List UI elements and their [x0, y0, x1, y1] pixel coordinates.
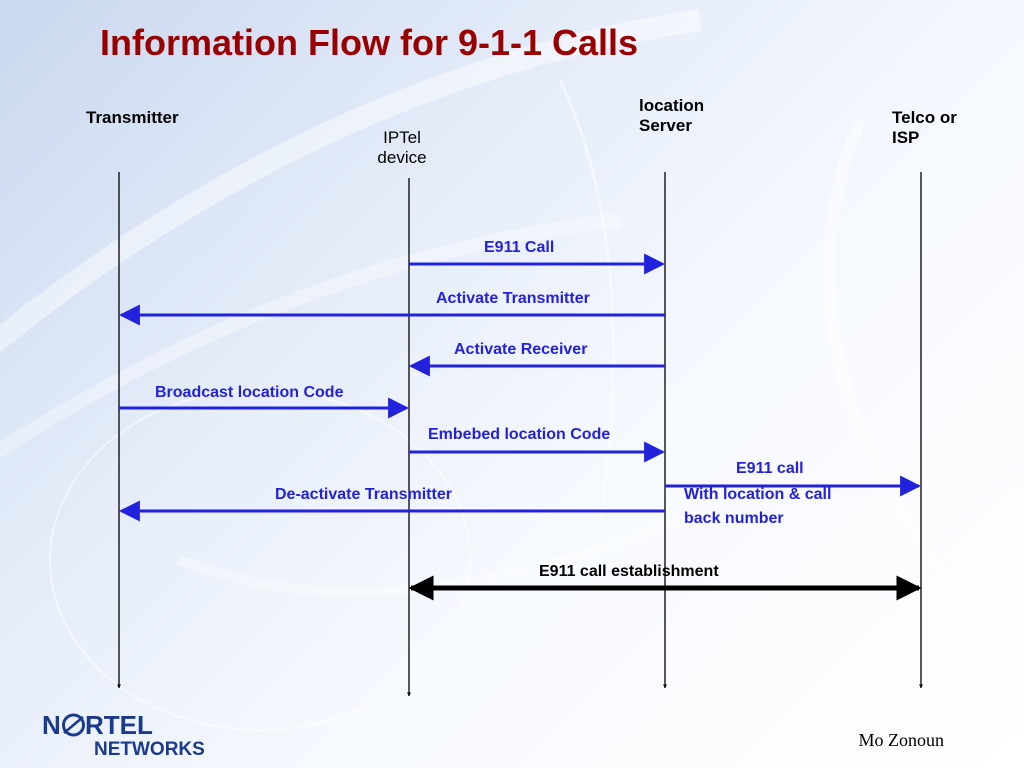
label-embed-location-code: Embebed location Code	[428, 426, 611, 443]
svg-text:NETWORKS: NETWORKS	[94, 739, 205, 760]
actor-telco-line2: ISP	[892, 128, 920, 147]
label-e911-call: E911 Call	[484, 239, 555, 256]
actor-transmitter-label: Transmitter	[86, 108, 179, 127]
label-broadcast-location-code: Broadcast location Code	[155, 384, 344, 401]
actor-iptel-device: IPTel device	[373, 128, 431, 168]
label-deactivate-transmitter: De-activate Transmitter	[275, 486, 452, 503]
page-title: Information Flow for 9-1-1 Calls	[100, 22, 639, 63]
globe-icon	[62, 713, 85, 737]
label-with-location-line1: With location & call	[684, 486, 832, 503]
actor-telco-isp: Telco or ISP	[892, 108, 957, 148]
label-e911-call-establishment: E911 call establishment	[539, 563, 719, 580]
actor-location-server: location Server	[639, 96, 704, 136]
svg-text:N: N	[42, 710, 61, 740]
author-name: Mo Zonoun	[858, 730, 945, 750]
nortel-networks-logo: N RTEL NETWORKS	[42, 710, 205, 760]
label-e911-call-telco: E911 call	[736, 460, 804, 477]
actor-location-line1: location	[639, 96, 705, 115]
actor-iptel-line2: device	[377, 148, 427, 167]
label-activate-transmitter: Activate Transmitter	[436, 290, 590, 307]
actor-iptel-line1: IPTel	[383, 128, 421, 147]
actor-telco-line1: Telco or	[892, 108, 957, 127]
svg-text:RTEL: RTEL	[85, 710, 153, 740]
actor-transmitter: Transmitter	[86, 108, 179, 128]
label-with-location-line2: back number	[684, 510, 784, 527]
actor-location-line2: Server	[639, 116, 692, 135]
label-activate-receiver: Activate Receiver	[454, 341, 588, 358]
